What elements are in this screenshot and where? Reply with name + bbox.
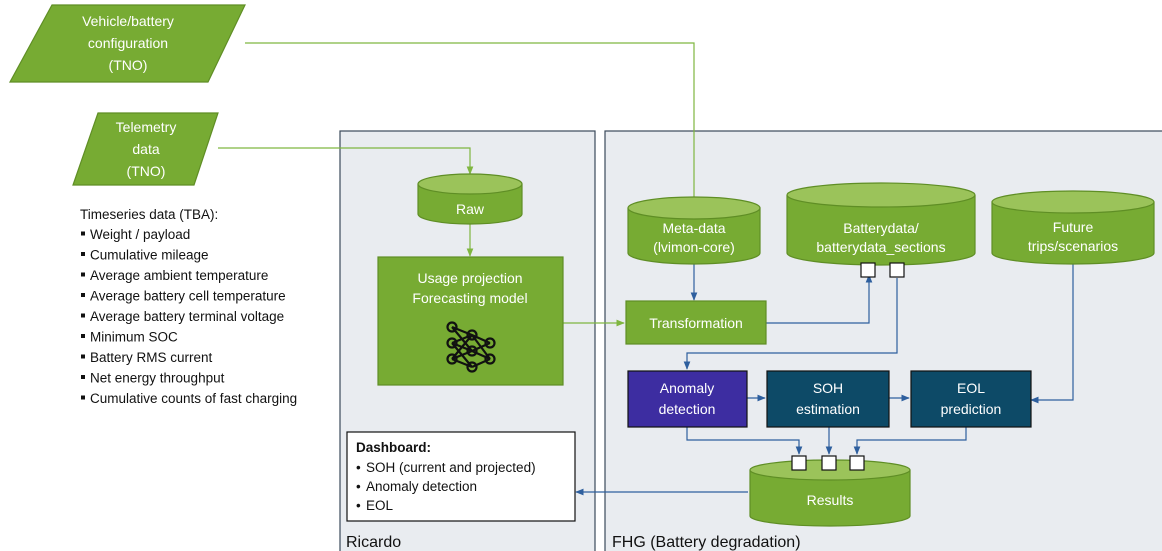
dashboard-item: Anomaly detection [366,479,477,494]
timeseries-item: Net energy throughput [90,371,225,386]
timeseries-item: Battery RMS current [90,350,213,365]
vehicle-config-input: Vehicle/battery configuration (TNO) [8,4,246,83]
soh-line-2: estimation [796,401,860,417]
transformation-to-batterydata-arrow [766,274,873,324]
ricardo-label: Ricardo [346,534,401,551]
batterydata-line-1: Batterydata/ [843,220,919,236]
blue-connectors [575,262,1074,496]
usage-line-1: Usage projection [417,270,522,286]
fhg-label: FHG (Battery degradation) [612,534,801,551]
timeseries-bullet [81,375,85,379]
batterydata-port-out [889,262,905,278]
metadata-line-1: Meta-data [662,220,725,236]
results-label: Results [807,492,854,508]
usage-line-2: Forecasting model [412,290,527,306]
timeseries-bullet [81,231,85,236]
timeseries-item: Cumulative mileage [90,248,209,263]
soh-line-1: SOH [813,380,843,396]
results-port-3 [849,455,865,471]
timeseries-item: Average battery cell temperature [90,289,286,304]
neural-network-icon [446,321,496,373]
future-line-2: trips/scenarios [1028,238,1118,254]
batterydata-port-in [860,262,876,278]
future-line-1: Future [1053,219,1094,235]
green-connectors [218,42,698,327]
timeseries-item: Average ambient temperature [90,268,268,283]
telemetry-line-2: data [132,141,159,157]
timeseries-bullet [81,395,85,400]
telemetry-line-1: Telemetry [116,119,177,135]
anomaly-line-1: Anomaly [660,380,714,396]
timeseries-list: Timeseries data (TBA): Weight / payloadC… [80,207,297,406]
timeseries-title: Timeseries data (TBA): [80,207,218,222]
metadata-datastore: Meta-data (lvimon-core) [627,196,761,265]
vehicle-line-3: (TNO) [109,57,148,73]
anomaly-detection-step: Anomaly detection [627,370,748,428]
telemetry-input: Telemetry data (TNO) [72,112,219,186]
vehicle-line-1: Vehicle/battery [82,13,174,29]
metadata-line-2: (lvimon-core) [653,239,735,255]
timeseries-bullet [81,334,85,338]
results-port-1 [791,455,807,471]
timeseries-bullet [81,354,85,359]
eol-line-1: EOL [957,380,985,396]
batterydata-datastore: Batterydata/ batterydata_sections [786,182,976,278]
dashboard-bullet: • [356,498,361,513]
timeseries-item: Cumulative counts of fast charging [90,391,297,406]
eol-prediction-step: EOL prediction [910,370,1032,428]
batterydata-to-anomaly-arrow [683,278,898,370]
usage-projection-model: Usage projection Forecasting model [377,256,564,386]
batterydata-line-2: batterydata_sections [816,239,945,255]
raw-label: Raw [456,201,485,217]
anomaly-line-2: detection [659,401,716,417]
timeseries-item: Weight / payload [90,227,190,242]
dashboard-bullet: • [356,460,361,475]
vehicle-to-metadata-arrow [245,42,698,206]
future-trips-datastore: Future trips/scenarios [991,190,1155,265]
dashboard-bullet: • [356,479,361,494]
dashboard-title: Dashboard: [356,440,431,455]
vehicle-line-2: configuration [88,35,168,51]
results-datastore: Results [749,455,911,527]
eol-to-results-arrow [853,427,967,455]
transformation-step: Transformation [625,300,767,345]
telemetry-line-3: (TNO) [127,163,166,179]
dashboard-item: SOH (current and projected) [366,460,536,475]
timeseries-bullet [81,313,85,318]
dashboard-item: EOL [366,498,394,513]
eol-line-2: prediction [941,401,1002,417]
telemetry-to-raw-arrow [218,147,474,175]
transformation-label: Transformation [649,315,743,331]
dashboard-box: Dashboard: • SOH (current and projected) •… [346,431,576,522]
timeseries-item: Minimum SOC [90,330,178,345]
future-to-eol-arrow [1030,262,1074,404]
soh-estimation-step: SOH estimation [766,370,890,428]
timeseries-item: Average battery terminal voltage [90,309,284,324]
timeseries-bullet [81,293,85,297]
anomaly-to-results-arrow [686,427,803,455]
timeseries-bullet [81,272,85,277]
raw-datastore: Raw [417,173,523,225]
timeseries-bullet [81,252,85,256]
results-port-2 [821,455,837,471]
